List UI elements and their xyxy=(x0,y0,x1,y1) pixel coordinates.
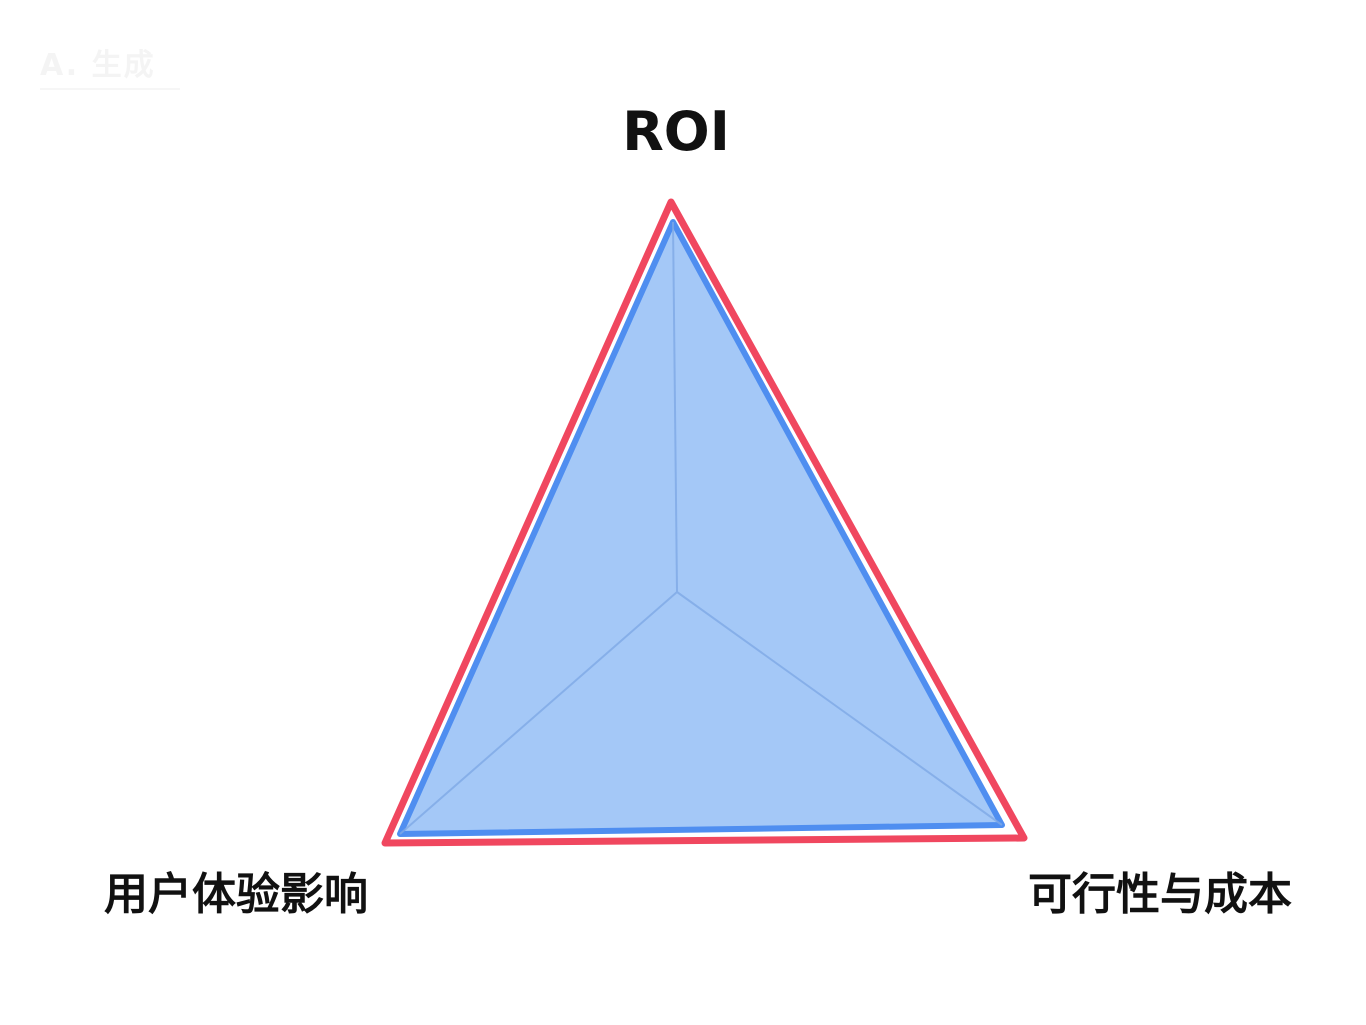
axis-spokes xyxy=(399,221,1003,835)
axis-label-user-experience: 用户体验影响 xyxy=(104,869,368,920)
axis-label-feasibility-cost: 可行性与成本 xyxy=(1028,869,1292,920)
spoke-cost xyxy=(676,591,1003,826)
watermark: A. 生成 xyxy=(40,40,180,90)
axis-label-roi: ROI xyxy=(622,100,730,163)
spoke-roi xyxy=(672,221,678,593)
spoke-ux xyxy=(399,591,678,835)
series-assessment-area xyxy=(397,219,1005,837)
series-outline xyxy=(381,198,1028,847)
